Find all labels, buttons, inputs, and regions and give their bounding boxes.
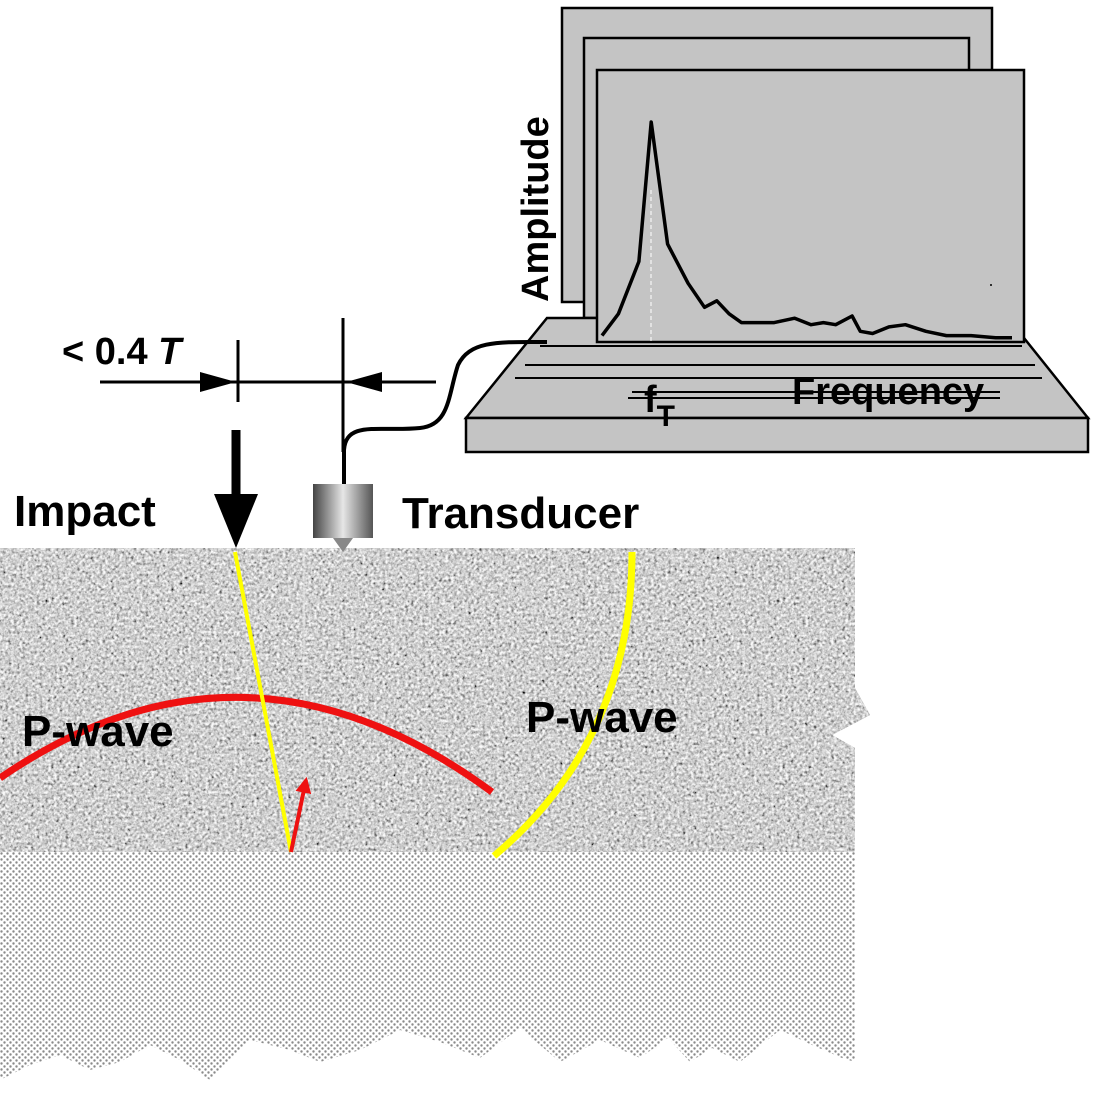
transducer-body bbox=[313, 484, 373, 538]
laptop-base-front bbox=[464, 416, 1090, 454]
dimension-arrow-right bbox=[346, 372, 382, 392]
reflected-ray-up bbox=[289, 776, 312, 853]
transducer-cable bbox=[342, 339, 548, 488]
p-wave-front-red bbox=[0, 694, 495, 795]
screen-dot bbox=[990, 284, 992, 286]
transducer-tip bbox=[333, 538, 353, 552]
peak-frequency-label: fT bbox=[644, 379, 675, 433]
concrete-layer bbox=[0, 548, 870, 852]
subgrade-layer bbox=[0, 852, 855, 1080]
frequency-axis-label: Frequency bbox=[792, 371, 984, 413]
p-wave-label-right: P-wave bbox=[526, 693, 678, 742]
dimension-arrow-left bbox=[200, 372, 236, 392]
impact-ray-down bbox=[233, 551, 293, 853]
impact-label: Impact bbox=[14, 487, 156, 536]
amplitude-axis-label: Amplitude bbox=[515, 116, 557, 302]
p-wave-label-left: P-wave bbox=[22, 707, 174, 756]
transducer-label: Transducer bbox=[402, 489, 639, 538]
spectrum-curve bbox=[600, 120, 1012, 340]
front-screen bbox=[595, 68, 1026, 344]
impact-arrow-head bbox=[214, 494, 258, 548]
p-wave-front-yellow bbox=[491, 551, 636, 859]
computer: Amplitude Frequency fT bbox=[463, 6, 1091, 454]
dimension-label: < 0.4 T bbox=[62, 331, 184, 373]
